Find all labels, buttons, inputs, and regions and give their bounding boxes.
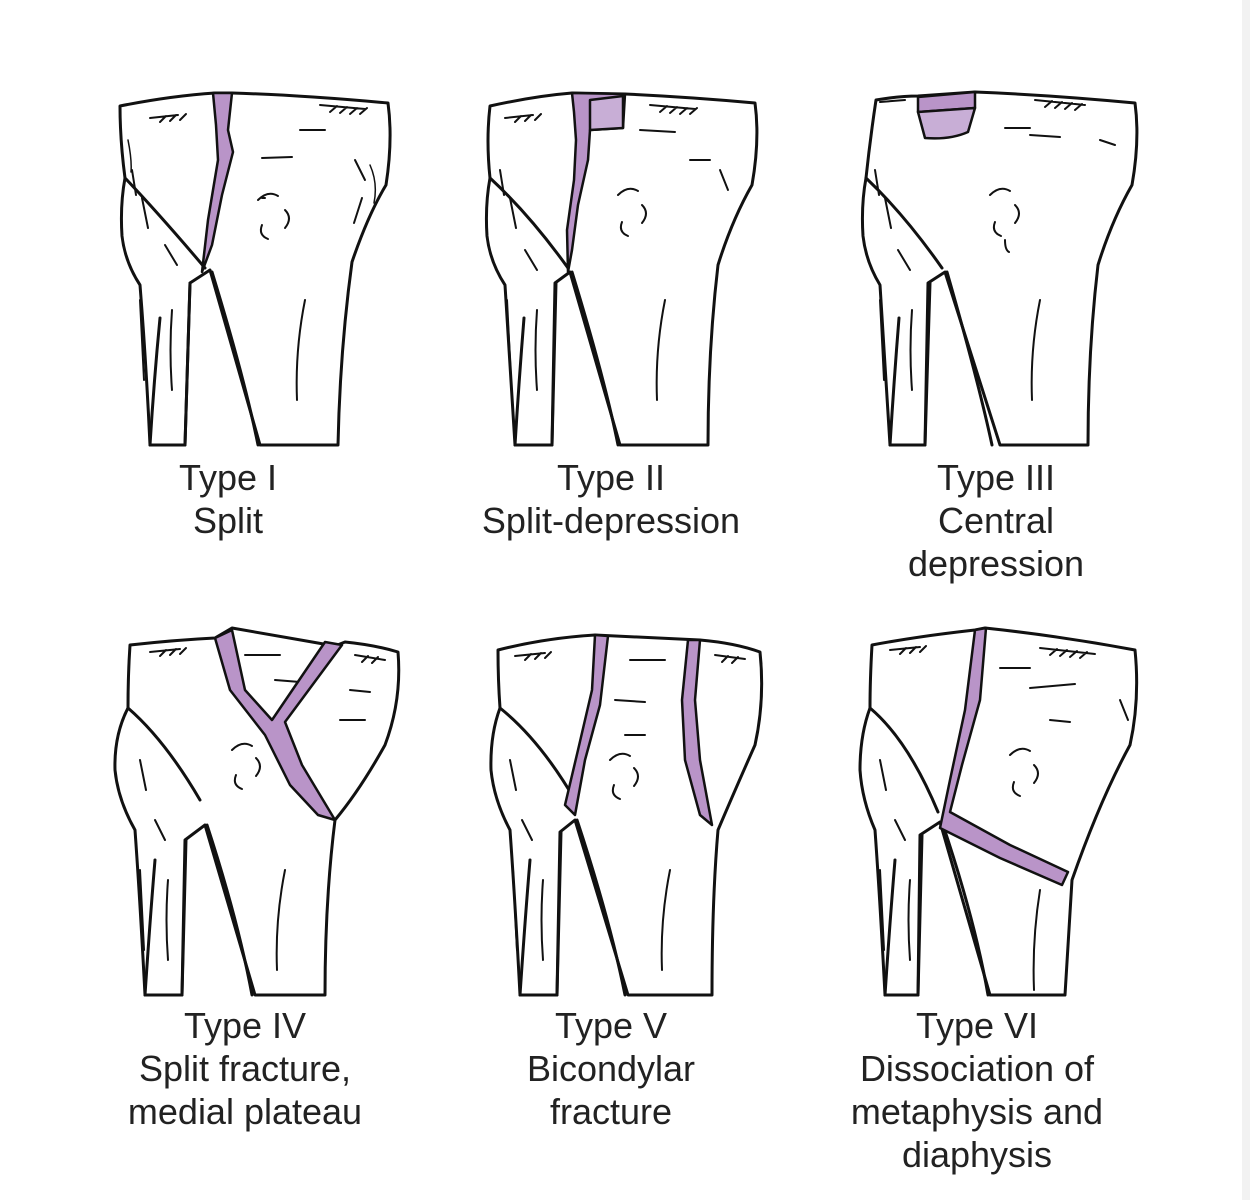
tibia-illustration-type-1 [118,91,392,447]
caption-description-line: Split-depression [481,500,741,541]
caption-description-line: Split [192,500,264,541]
caption-type-4: Type IV Split fracture, medial plateau [65,1004,425,1133]
caption-title: Type II [556,457,666,498]
page-edge [1242,0,1250,1200]
caption-title: Type I [178,457,278,498]
caption-description-line: Split fracture, [138,1048,352,1089]
caption-description-line: fracture [549,1091,673,1132]
caption-description-line: Dissociation of [859,1048,1095,1089]
caption-description-line: diaphysis [901,1134,1053,1175]
caption-title: Type III [936,457,1056,498]
caption-description-line: depression [907,543,1085,584]
caption-type-5: Type V Bicondylar fracture [431,1004,791,1133]
tibia-illustration-type-4 [113,626,401,997]
caption-type-2: Type II Split-depression [431,456,791,542]
tibia-illustration-type-2 [484,91,759,447]
caption-description-line: medial plateau [127,1091,363,1132]
caption-description-line: Bicondylar [526,1048,696,1089]
caption-type-1: Type I Split [48,456,408,542]
caption-description-line: metaphysis and [850,1091,1104,1132]
caption-title: Type IV [183,1005,307,1046]
tibia-illustration-type-6 [858,626,1139,997]
caption-type-6: Type VI Dissociation of metaphysis and d… [797,1004,1157,1176]
tibia-illustration-type-3 [860,90,1139,447]
caption-title: Type VI [915,1005,1039,1046]
caption-title: Type V [554,1005,668,1046]
caption-type-3: Type III Central depression [816,456,1176,585]
tibia-illustration-type-5 [489,633,764,997]
caption-description-line: Central [937,500,1055,541]
